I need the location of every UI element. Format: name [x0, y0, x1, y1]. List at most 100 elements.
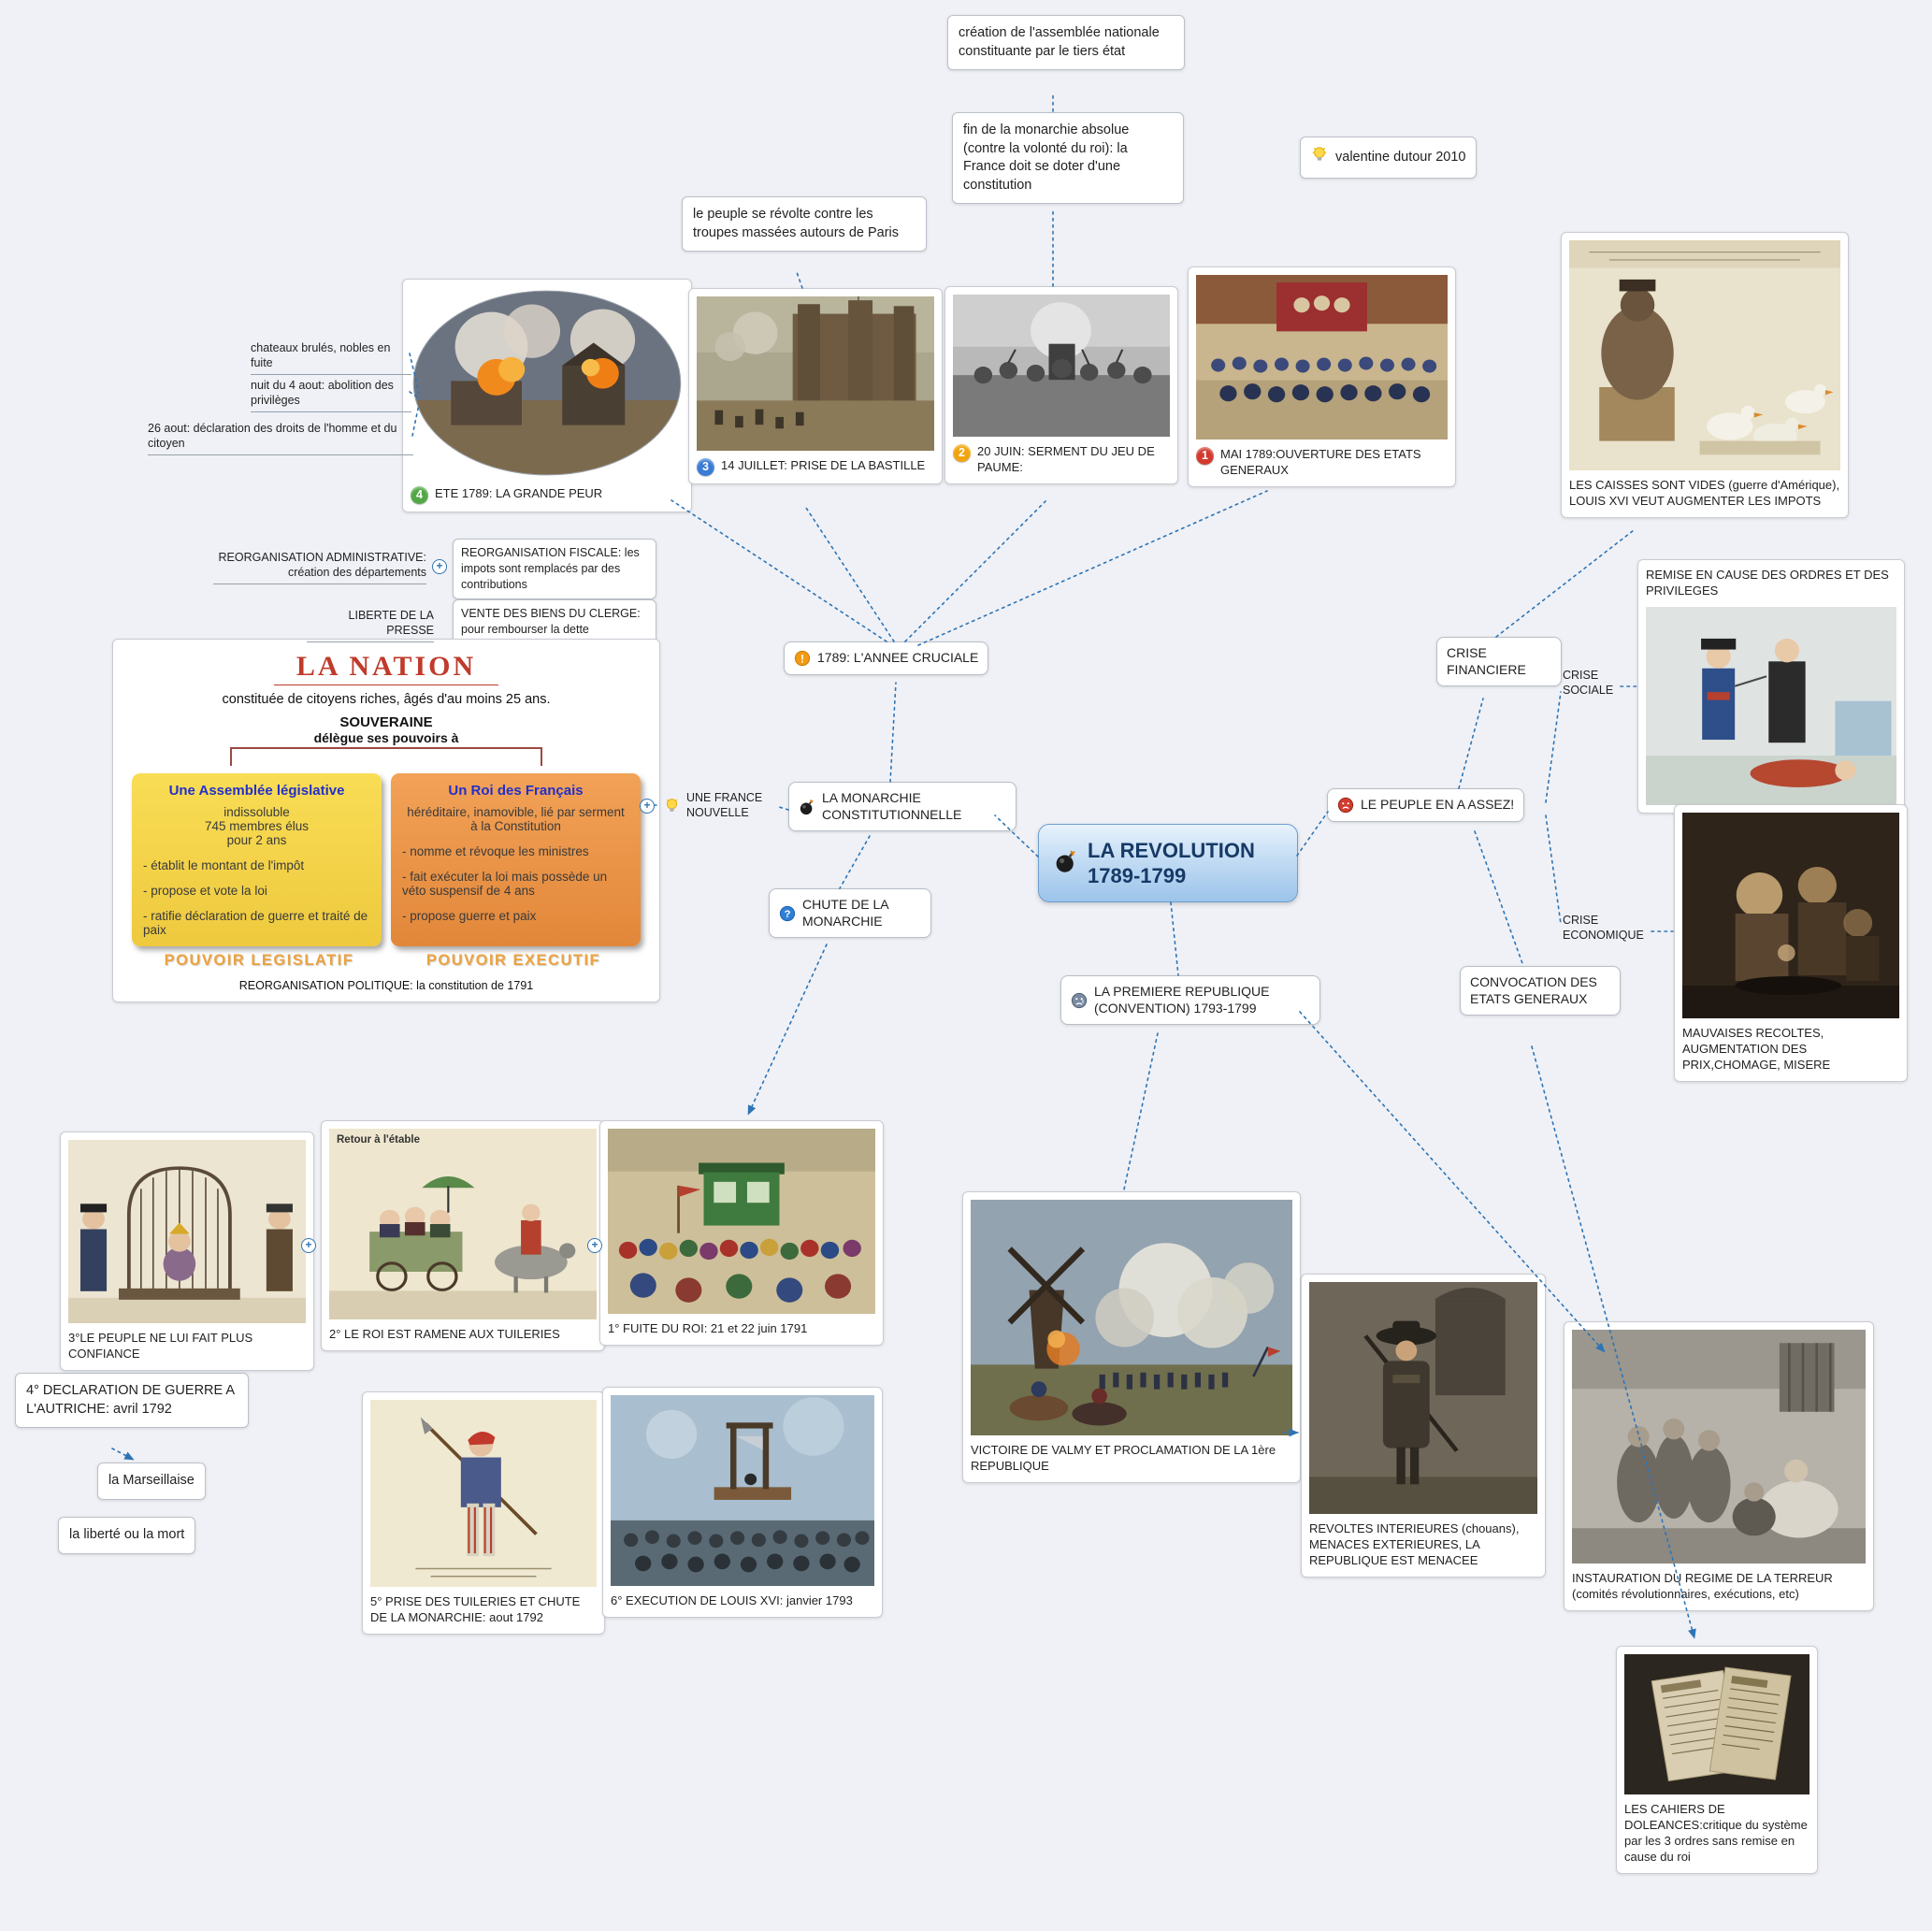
- label-liberte-presse[interactable]: LIBERTE DE LA PRESSE: [307, 608, 434, 642]
- figure-cahiers-de-doleances[interactable]: LES CAHIERS DE DOLEANCES:critique du sys…: [1616, 1646, 1818, 1874]
- bracket-line: [230, 747, 542, 766]
- priority-3-icon: 3: [697, 458, 714, 476]
- figure-serment-jeu-de-paume[interactable]: 2 20 JUIN: SERMENT DU JEU DE PAUME:: [944, 286, 1178, 484]
- figure-caption: 1° FUITE DU ROI: 21 et 22 juin 1791: [608, 1321, 808, 1335]
- topic-le-peuple-en-a-assez[interactable]: LE PEUPLE EN A ASSEZ!: [1327, 788, 1525, 822]
- figure-caption: 3°LE PEUPLE NE LUI FAIT PLUS CONFIANCE: [68, 1331, 253, 1361]
- roi-en-cage-image: [68, 1140, 306, 1323]
- bomb-icon: [1054, 849, 1078, 878]
- note-peuple-se-revolte[interactable]: le peuple se révolte contre les troupes …: [682, 196, 927, 252]
- figure-caption: MAI 1789:OUVERTURE DES ETATS GENERAUX: [1220, 447, 1421, 477]
- angry-face-icon: [1337, 797, 1354, 814]
- figure-caption: 6° EXECUTION DE LOUIS XVI: janvier 1793: [611, 1593, 853, 1607]
- figure-constitution-1791[interactable]: LA NATION constituée de citoyens riches,…: [112, 639, 660, 1002]
- note-fin-monarchie-absolue[interactable]: fin de la monarchie absolue (contre la v…: [952, 112, 1184, 205]
- prise-bastille-image: [697, 296, 934, 451]
- nation-title: LA NATION: [273, 651, 499, 685]
- note-marseillaise[interactable]: la Marseillaise: [97, 1463, 206, 1500]
- central-title-line1: LA REVOLUTION: [1088, 838, 1255, 862]
- topic-crise-financiere[interactable]: CRISE FINANCIERE: [1436, 637, 1562, 686]
- priority-2-icon: 2: [953, 444, 971, 462]
- fuite-du-roi-image: [608, 1129, 875, 1314]
- figure-regime-de-la-terreur[interactable]: INSTAURATION DU REGIME DE LA TERREUR (co…: [1564, 1321, 1874, 1611]
- exclamation-icon: !: [794, 650, 811, 667]
- retour-etable-image: [329, 1129, 597, 1319]
- note-vente-biens-clerge[interactable]: VENTE DES BIENS DU CLERGE: pour rembours…: [453, 599, 656, 644]
- topic-label: LA PREMIERE REPUBLIQUE (CONVENTION) 1793…: [1094, 984, 1270, 1016]
- figure-caption: MAUVAISES RECOLTES, AUGMENTATION DES PRI…: [1682, 1026, 1831, 1072]
- label-nuit-4-aout[interactable]: nuit du 4 aout: abolition des privilèges: [251, 378, 411, 412]
- figure-victoire-de-valmy[interactable]: VICTOIRE DE VALMY ET PROCLAMATION DE LA …: [962, 1191, 1301, 1483]
- expand-icon[interactable]: [432, 559, 447, 574]
- figure-caption: REVOLTES INTERIEURES (chouans), MENACES …: [1309, 1521, 1520, 1567]
- figure-mauvaises-recoltes[interactable]: MAUVAISES RECOLTES, AUGMENTATION DES PRI…: [1674, 804, 1908, 1082]
- valmy-image: [971, 1200, 1292, 1435]
- central-title-line2: 1789-1799: [1088, 864, 1187, 887]
- note-reorganisation-fiscale[interactable]: REORGANISATION FISCALE: les impots sont …: [453, 539, 656, 599]
- figure-grande-peur[interactable]: 4 ETE 1789: LA GRANDE PEUR: [402, 279, 692, 512]
- executive-item: - propose guerre et paix: [402, 909, 537, 923]
- figure-retour-aux-tuileries[interactable]: Retour à l'étable 2° LE ROI EST RAMENE A…: [321, 1120, 605, 1351]
- figure-peuple-ne-fait-plus-confiance[interactable]: 3°LE PEUPLE NE LUI FAIT PLUS CONFIANCE: [60, 1131, 314, 1371]
- etats-generaux-image: [1196, 275, 1448, 440]
- topic-label: CHUTE DE LA MONARCHIE: [802, 897, 888, 929]
- expand-icon[interactable]: [640, 799, 655, 814]
- grande-peur-image: [412, 290, 682, 476]
- figure-fuite-du-roi[interactable]: 1° FUITE DU ROI: 21 et 22 juin 1791: [599, 1120, 884, 1346]
- legislative-item: - propose et vote la loi: [143, 884, 267, 898]
- label-reorganisation-administrative[interactable]: REORGANISATION ADMINISTRATIVE: création …: [213, 550, 426, 584]
- topic-1789-annee-cruciale[interactable]: ! 1789: L'ANNEE CRUCIALE: [784, 641, 989, 675]
- figure-remise-en-cause-ordres[interactable]: REMISE EN CAUSE DES ORDRES ET DES PRIVIL…: [1637, 559, 1905, 814]
- label-26-aout-droits-homme[interactable]: 26 aout: déclaration des droits de l'hom…: [148, 421, 413, 455]
- topic-monarchie-constitutionnelle[interactable]: LA MONARCHIE CONSTITUTIONNELLE: [788, 782, 1016, 831]
- label-chateaux-brules[interactable]: chateaux brulés, nobles en fuite: [251, 340, 411, 375]
- topic-une-france-nouvelle[interactable]: UNE FRANCE NOUVELLE: [655, 784, 795, 828]
- figure-caption: 20 JUIN: SERMENT DU JEU DE PAUME:: [977, 444, 1155, 474]
- priority-1-icon: 1: [1196, 447, 1214, 465]
- figure-caption: ETE 1789: LA GRANDE PEUR: [435, 486, 603, 500]
- topic-crise-sociale[interactable]: CRISE SOCIALE: [1563, 669, 1614, 698]
- figure-revoltes-interieures[interactable]: REVOLTES INTERIEURES (chouans), MENACES …: [1301, 1274, 1546, 1578]
- executive-item: - fait exécuter la loi mais possède un v…: [402, 870, 608, 898]
- topic-chute-de-la-monarchie[interactable]: ? CHUTE DE LA MONARCHIE: [769, 888, 931, 938]
- topic-convocation-etats-generaux[interactable]: CONVOCATION DES ETATS GENERAUX: [1460, 966, 1621, 1016]
- author-label: valentine dutour 2010: [1335, 149, 1466, 165]
- figure-caption: 14 JUILLET: PRISE DE LA BASTILLE: [721, 458, 926, 472]
- topic-crise-economique[interactable]: CRISE ECONOMIQUE: [1563, 914, 1644, 943]
- executive-item: - nomme et révoque les ministres: [402, 844, 589, 858]
- legislative-intro: indissoluble 745 membres élus pour 2 ans: [204, 805, 310, 847]
- lightbulb-icon: [664, 798, 680, 814]
- sans-culotte-image: [370, 1400, 597, 1587]
- figure-execution-louis-xvi[interactable]: 6° EXECUTION DE LOUIS XVI: janvier 1793: [602, 1387, 883, 1618]
- figure-caption: REMISE EN CAUSE DES ORDRES ET DES PRIVIL…: [1646, 568, 1889, 598]
- figure-caption: 2° LE ROI EST RAMENE AUX TUILERIES: [329, 1327, 560, 1341]
- expand-icon[interactable]: [587, 1238, 602, 1253]
- figure-prise-bastille[interactable]: 3 14 JUILLET: PRISE DE LA BASTILLE: [688, 288, 943, 484]
- note-assemblee-constituante[interactable]: création de l'assemblée nationale consti…: [947, 15, 1185, 71]
- topic-label: 1789: L'ANNEE CRUCIALE: [817, 650, 979, 666]
- nation-souveraine: SOUVERAINE: [339, 714, 433, 730]
- figure-caption: REORGANISATION POLITIQUE: la constitutio…: [238, 979, 534, 992]
- lightbulb-icon: [1311, 146, 1328, 169]
- figure-caption: LES CAHIERS DE DOLEANCES:critique du sys…: [1624, 1802, 1808, 1864]
- executive-intro: héréditaire, inamovible, lié par serment…: [407, 805, 625, 833]
- note-liberte-ou-mort[interactable]: la liberté ou la mort: [58, 1517, 196, 1554]
- author-badge[interactable]: valentine dutour 2010: [1300, 137, 1478, 179]
- crying-face-icon: [1071, 992, 1088, 1009]
- topic-premiere-republique[interactable]: LA PREMIERE REPUBLIQUE (CONVENTION) 1793…: [1060, 975, 1320, 1025]
- ordres-privileges-image: [1646, 606, 1896, 805]
- executive-title: Un Roi des Français: [448, 783, 584, 799]
- note-declaration-guerre-autriche[interactable]: 4° DECLARATION DE GUERRE A L'AUTRICHE: a…: [15, 1373, 249, 1429]
- expand-icon[interactable]: [301, 1238, 316, 1253]
- figure-caisses-vides[interactable]: LES CAISSES SONT VIDES (guerre d'Amériqu…: [1561, 232, 1849, 518]
- priority-4-icon: 4: [411, 486, 428, 504]
- central-topic-la-revolution[interactable]: LA REVOLUTION 1789-1799: [1038, 824, 1298, 902]
- figure-prise-des-tuileries[interactable]: 5° PRISE DES TUILERIES ET CHUTE DE LA MO…: [362, 1391, 605, 1635]
- topic-label: LA MONARCHIE CONSTITUTIONNELLE: [822, 790, 962, 822]
- legislative-item: - ratifie déclaration de guerre et trait…: [143, 909, 368, 937]
- pouvoir-executif-box: Un Roi des Français héréditaire, inamovi…: [391, 773, 641, 946]
- figure-caption: VICTOIRE DE VALMY ET PROCLAMATION DE LA …: [971, 1443, 1276, 1473]
- svg-text:!: !: [800, 653, 804, 665]
- nation-delegue: délègue ses pouvoirs à: [313, 730, 459, 745]
- figure-ouverture-etats-generaux[interactable]: 1 MAI 1789:OUVERTURE DES ETATS GENERAUX: [1188, 267, 1456, 487]
